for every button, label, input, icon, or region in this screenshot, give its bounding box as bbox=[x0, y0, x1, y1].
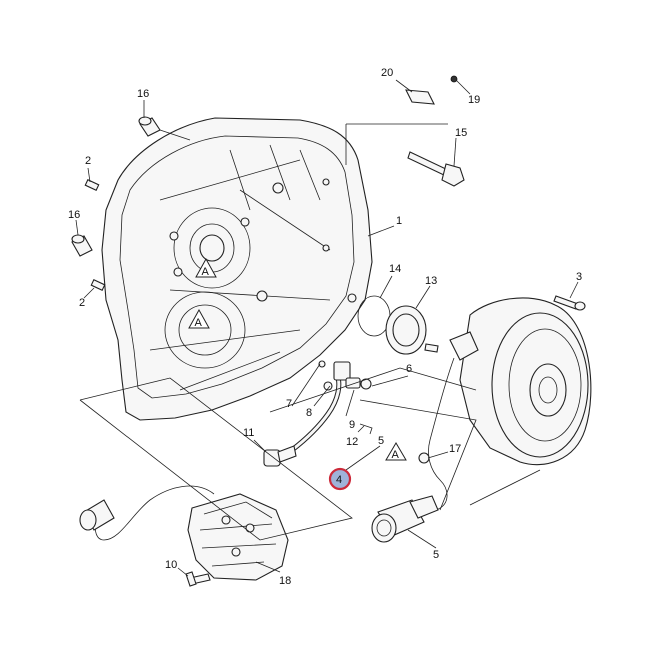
warning-triangle-note: A bbox=[385, 442, 407, 461]
pin-2-lower[interactable] bbox=[90, 279, 106, 291]
dowel-16-upper[interactable] bbox=[138, 116, 161, 137]
callout-12: 12 bbox=[346, 436, 358, 448]
actuator-18[interactable] bbox=[187, 493, 289, 581]
group-outline-lines bbox=[79, 123, 541, 541]
clip-12[interactable] bbox=[359, 423, 373, 435]
dowel-16-lower[interactable] bbox=[71, 234, 93, 257]
clutch-housing[interactable]: A A bbox=[101, 117, 373, 421]
actuator-plug[interactable] bbox=[79, 499, 115, 531]
warning-triangle-upper: A bbox=[195, 257, 217, 278]
callout-15: 15 bbox=[455, 127, 467, 139]
callout-2b: 2 bbox=[79, 297, 85, 309]
pipe-8[interactable] bbox=[290, 370, 342, 452]
plate-20[interactable] bbox=[405, 89, 435, 105]
callout-20: 20 bbox=[381, 67, 393, 79]
pin-2-upper[interactable] bbox=[84, 179, 100, 191]
callout-14: 14 bbox=[389, 263, 401, 275]
callout-5a: 5 bbox=[378, 435, 384, 447]
bleed-screw[interactable] bbox=[424, 343, 439, 353]
callout-13: 13 bbox=[425, 275, 437, 287]
connector-9[interactable] bbox=[345, 377, 372, 390]
leader-lines bbox=[75, 79, 579, 577]
screw-19[interactable] bbox=[450, 75, 458, 83]
oil-seal-13[interactable] bbox=[385, 305, 427, 355]
callout-7: 7 bbox=[286, 398, 292, 410]
concentric-slave-cylinder[interactable] bbox=[449, 297, 592, 466]
callout-5b: 5 bbox=[433, 549, 439, 561]
callout-1: 1 bbox=[396, 215, 402, 227]
callout-2a: 2 bbox=[85, 155, 91, 167]
callout-16a: 16 bbox=[137, 88, 149, 100]
callout-labels: 20 19 16 15 2 16 1 2 14 13 3 6 7 8 9 11 … bbox=[68, 67, 582, 587]
connector-5[interactable] bbox=[371, 495, 439, 543]
svg-text:4: 4 bbox=[336, 474, 342, 486]
callout-10: 10 bbox=[165, 559, 177, 571]
callout-17: 17 bbox=[449, 443, 461, 455]
svg-text:A: A bbox=[195, 317, 203, 329]
callout-8: 8 bbox=[306, 407, 312, 419]
bolt-15[interactable] bbox=[407, 151, 465, 187]
callout-4-highlight[interactable]: 4 bbox=[328, 467, 352, 491]
callout-18: 18 bbox=[279, 575, 291, 587]
bolt-3[interactable] bbox=[553, 295, 586, 311]
callout-19: 19 bbox=[468, 94, 480, 106]
fitting-7[interactable] bbox=[318, 360, 351, 391]
callout-3: 3 bbox=[576, 271, 582, 283]
callout-16b: 16 bbox=[68, 209, 80, 221]
bolt-10[interactable] bbox=[185, 571, 211, 587]
callout-9: 9 bbox=[349, 419, 355, 431]
svg-text:A: A bbox=[392, 449, 400, 461]
callout-11: 11 bbox=[243, 427, 254, 439]
snap-ring-14[interactable] bbox=[357, 295, 391, 337]
warning-triangle-lower: A bbox=[188, 308, 210, 329]
actuator-cable[interactable] bbox=[94, 485, 215, 541]
callout-6: 6 bbox=[406, 363, 412, 375]
svg-text:A: A bbox=[202, 266, 210, 278]
hose-end-11[interactable] bbox=[263, 445, 297, 467]
